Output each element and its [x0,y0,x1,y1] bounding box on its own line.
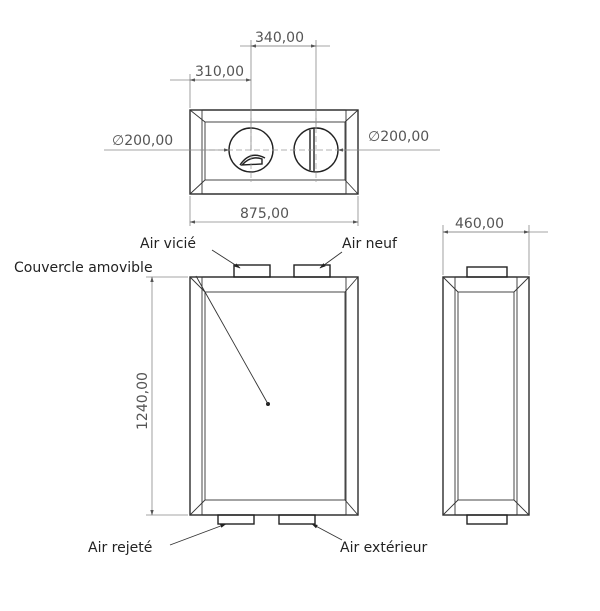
dim-center-offset: 310,00 [170,64,252,108]
dim-text-center-spacing: 340,00 [255,30,304,46]
front-view [189,264,359,525]
dim-diameter-left: ∅200,00 [104,133,230,152]
dim-diameter-right: ∅200,00 [337,129,440,152]
dim-text-width: 875,00 [240,206,289,222]
dim-depth: 460,00 [442,216,548,275]
dim-width: 875,00 [189,196,359,226]
dim-text-height: 1240,00 [135,372,151,430]
dim-height: 1240,00 [135,276,188,516]
label-air-neuf: Air neuf [342,236,398,252]
dim-center-spacing: 340,00 [240,30,330,150]
dim-text-diameter-right: ∅200,00 [368,129,429,145]
dim-text-center-offset: 310,00 [195,64,244,80]
label-air-exterieur: Air extérieur [340,540,428,556]
label-couvercle-amovible: Couvercle amovible [14,260,153,276]
label-air-rejete: Air rejeté [88,540,152,556]
dim-text-diameter-left: ∅200,00 [112,133,173,149]
dim-text-depth: 460,00 [455,216,504,232]
top-view [189,109,359,195]
label-air-vicie: Air vicié [140,236,196,252]
side-view [442,266,530,525]
